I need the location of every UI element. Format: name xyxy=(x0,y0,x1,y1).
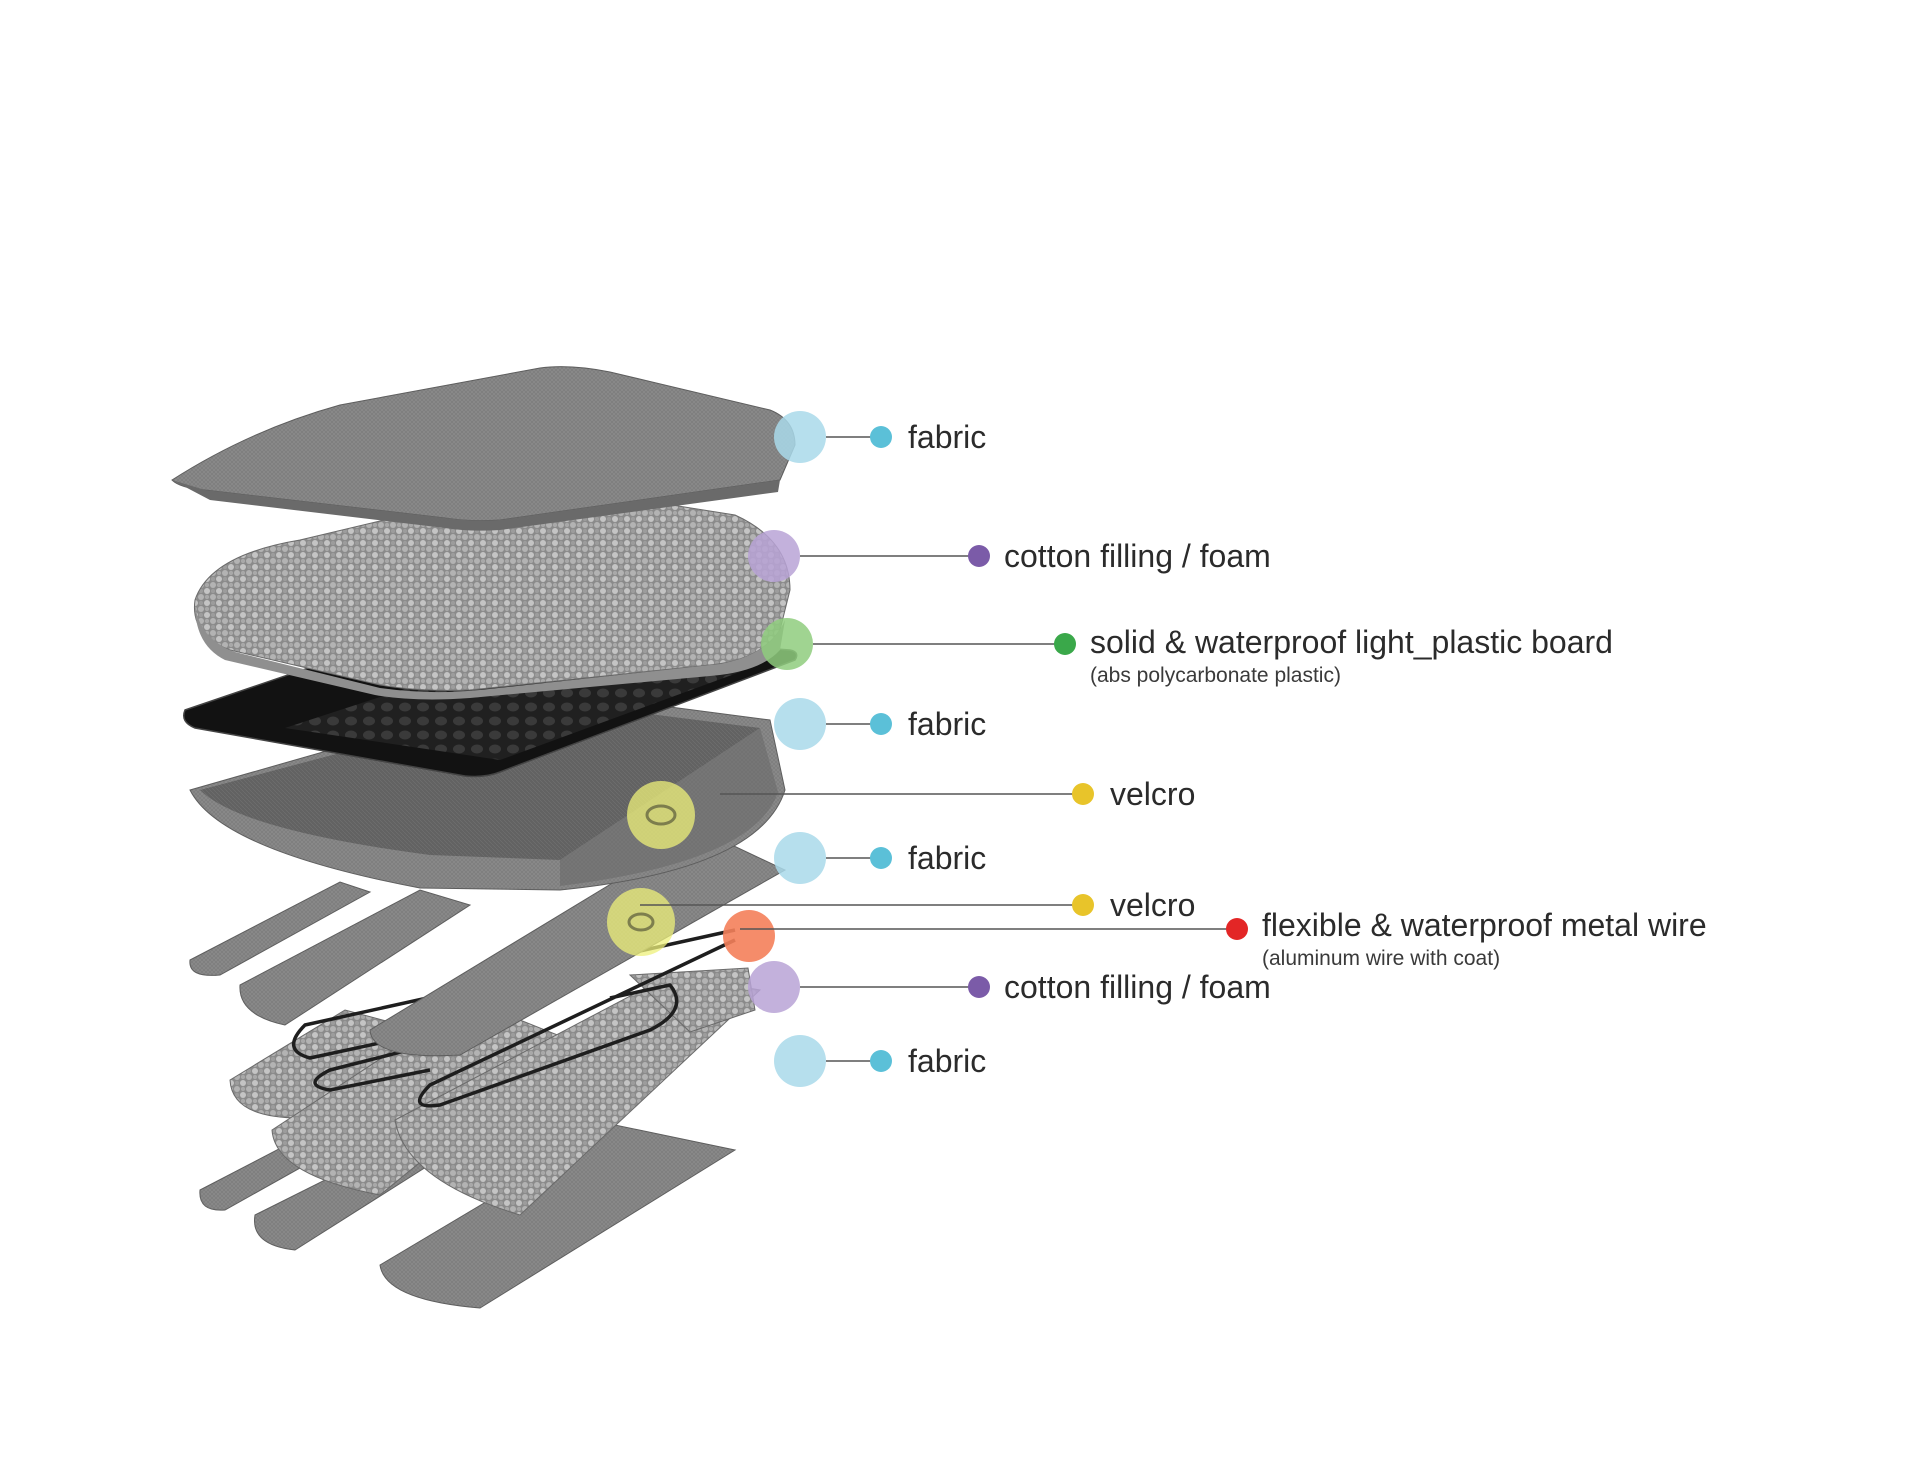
wire-halo xyxy=(723,910,775,962)
lower-fabric-strips xyxy=(189,829,787,1057)
label-fabric-4: fabric xyxy=(870,1043,986,1079)
fabric-dot xyxy=(870,847,892,869)
label-subtext: (aluminum wire with coat) xyxy=(1262,947,1500,970)
label-text: cotton filling / foam xyxy=(1004,969,1271,1005)
lower-foam-blocks xyxy=(229,928,762,1216)
label-velcro-1: velcro xyxy=(1072,776,1195,812)
fabric-dot xyxy=(870,426,892,448)
foam-halo-1 xyxy=(748,530,800,582)
velcro-patch-2 xyxy=(627,912,655,932)
velcro-patch-1 xyxy=(645,804,677,826)
fabric-halo-4 xyxy=(774,1035,826,1087)
label-text: cotton filling / foam xyxy=(1004,538,1271,574)
label-fabric-2: fabric xyxy=(870,706,986,742)
label-text: velcro xyxy=(1110,776,1195,812)
wire-dot xyxy=(1226,918,1248,940)
label-foam-1: cotton filling / foam xyxy=(968,538,1271,574)
fabric-dot xyxy=(870,713,892,735)
board-halo xyxy=(761,618,813,670)
label-fabric-3: fabric xyxy=(870,840,986,876)
label-fabric-1: fabric xyxy=(870,419,986,455)
label-text: velcro xyxy=(1110,887,1195,923)
foam-dot xyxy=(968,976,990,998)
label-text: flexible & waterproof metal wire xyxy=(1262,907,1707,943)
label-text: solid & waterproof light_plastic board xyxy=(1090,624,1613,660)
upper-foam-filling xyxy=(193,486,791,700)
layers xyxy=(171,366,798,1309)
top-fabric-pillow xyxy=(171,366,796,531)
label-text: fabric xyxy=(908,840,986,876)
label-foam-2: cotton filling / foam xyxy=(968,969,1271,1005)
velcro-dot xyxy=(1072,894,1094,916)
board-dot xyxy=(1054,633,1076,655)
fabric-halo-3 xyxy=(774,832,826,884)
labels: fabric cotton filling / foam solid & wat… xyxy=(870,419,1707,1079)
fabric-halo-2 xyxy=(774,698,826,750)
foam-dot xyxy=(968,545,990,567)
label-text: fabric xyxy=(908,419,986,455)
velcro-halo-2 xyxy=(607,888,675,956)
velcro-halo-1 xyxy=(627,781,695,849)
foam-halo-2 xyxy=(748,961,800,1013)
fabric-halo-1 xyxy=(774,411,826,463)
label-velcro-2: velcro xyxy=(1072,887,1195,923)
label-text: fabric xyxy=(908,706,986,742)
halo-markers xyxy=(607,411,826,1087)
fabric-dot xyxy=(870,1050,892,1072)
velcro-dot xyxy=(1072,783,1094,805)
leader-lines xyxy=(640,436,1236,1062)
label-text: fabric xyxy=(908,1043,986,1079)
label-board: solid & waterproof light_plastic board (… xyxy=(1054,624,1613,687)
label-wire: flexible & waterproof metal wire (alumin… xyxy=(1226,907,1707,970)
label-subtext: (abs polycarbonate plastic) xyxy=(1090,664,1341,687)
